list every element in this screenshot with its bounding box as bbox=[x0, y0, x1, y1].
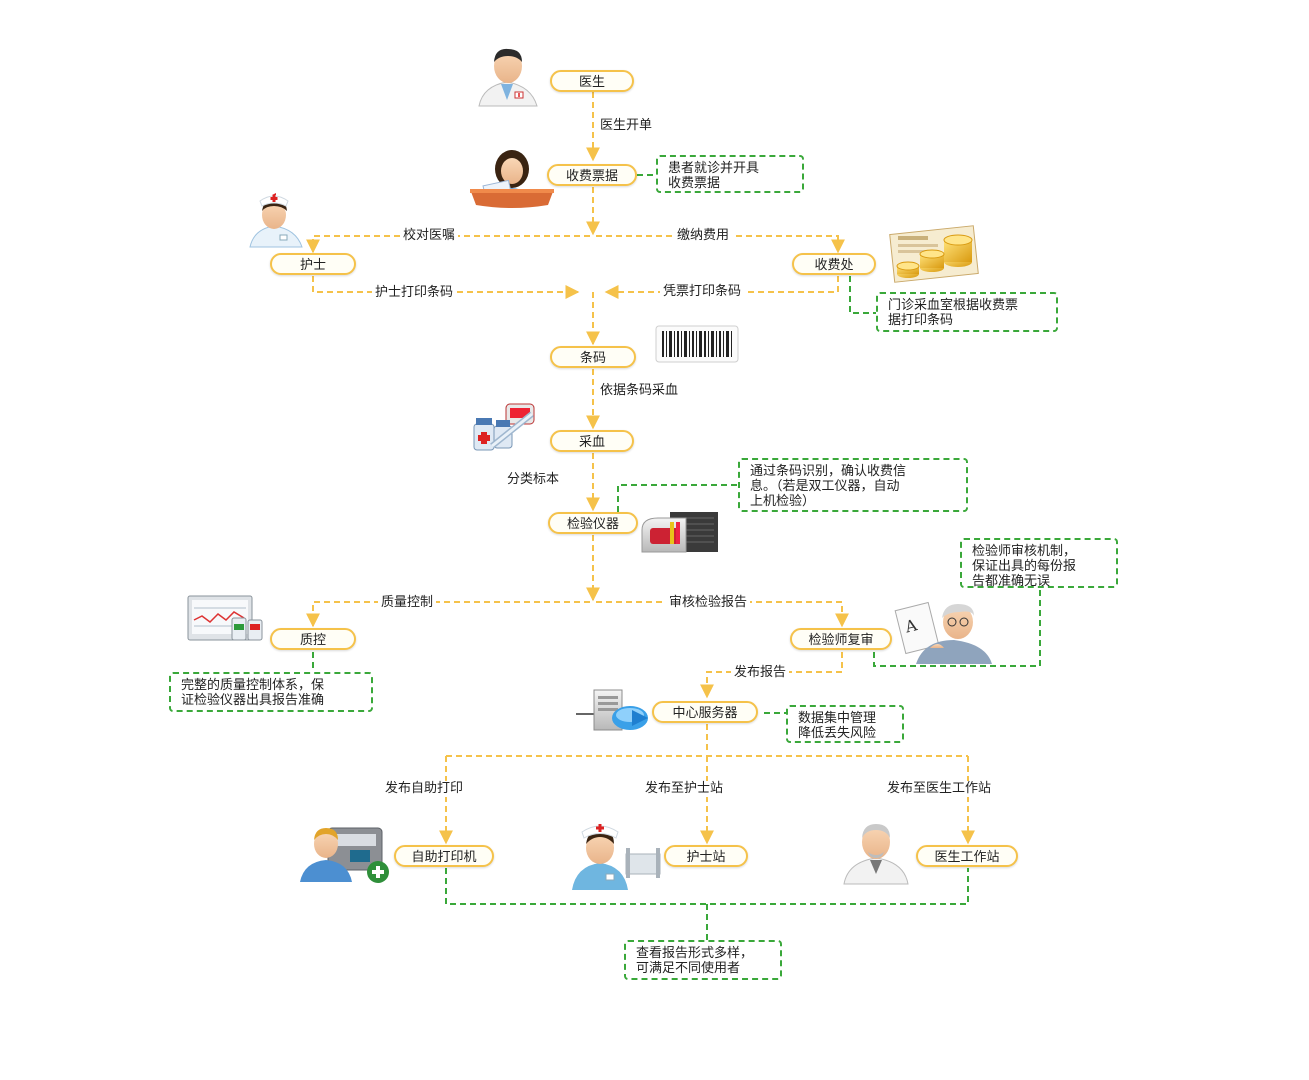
reviewer-icon: A bbox=[894, 601, 992, 664]
label-doctor-order: 医生开单 bbox=[597, 118, 656, 134]
label-review-report: 审核检验报告 bbox=[666, 595, 751, 611]
note-connectors bbox=[312, 174, 1041, 940]
money-icon bbox=[889, 225, 979, 283]
label-publish-report: 发布报告 bbox=[731, 665, 790, 681]
node-doctor-station: 医生工作站 bbox=[916, 845, 1018, 867]
note-line: 告都准确无误 bbox=[972, 574, 1051, 589]
syringe-icon bbox=[473, 403, 535, 451]
note-receipt: 患者就诊并开具 收费票据 bbox=[656, 155, 804, 193]
lab-instrument-icon bbox=[641, 512, 718, 553]
label-quality-control: 质量控制 bbox=[378, 595, 437, 611]
note-line: 门诊采血室根据收费票 bbox=[888, 298, 1019, 313]
printer-user-icon bbox=[300, 827, 389, 883]
label-nurse-print: 护士打印条码 bbox=[372, 285, 457, 301]
label-pay-fee: 缴纳费用 bbox=[674, 228, 733, 244]
node-barcode: 条码 bbox=[550, 346, 636, 368]
label-publish-nurse: 发布至护士站 bbox=[642, 781, 727, 797]
note-line: 证检验仪器出具报告准确 bbox=[181, 693, 325, 708]
node-qc: 质控 bbox=[270, 628, 356, 650]
note-qc: 完整的质量控制体系，保 证检验仪器出具报告准确 bbox=[169, 672, 373, 712]
node-server: 中心服务器 bbox=[652, 701, 758, 723]
note-line: 患者就诊并开具 bbox=[668, 161, 760, 176]
node-instrument: 检验仪器 bbox=[548, 512, 638, 534]
node-nurse: 护士 bbox=[270, 253, 356, 275]
note-line: 查看报告形式多样， bbox=[636, 946, 754, 961]
label-publish-doctor: 发布至医生工作站 bbox=[884, 781, 995, 797]
node-doctor: 医生 bbox=[550, 70, 634, 92]
label-publish-self-print: 发布自助打印 bbox=[382, 781, 467, 797]
node-reviewer: 检验师复审 bbox=[790, 628, 892, 650]
label-draw-by-barcode: 依据条码采血 bbox=[597, 383, 682, 399]
node-receipt: 收费票据 bbox=[547, 164, 637, 186]
node-nurse-station: 护士站 bbox=[664, 845, 748, 867]
note-line: 上机检验） bbox=[750, 494, 816, 509]
note-line: 可满足不同使用者 bbox=[636, 961, 741, 976]
note-line: 收费票据 bbox=[668, 176, 721, 191]
note-line: 保证出具的每份报 bbox=[972, 559, 1077, 574]
server-icon bbox=[576, 689, 648, 731]
note-line: 息。（若是双工仪器，自动 bbox=[750, 479, 900, 494]
node-cashier: 收费处 bbox=[792, 253, 876, 275]
note-server: 数据集中管理 降低丢失风险 bbox=[786, 705, 904, 743]
receptionist-icon bbox=[470, 150, 554, 208]
note-line: 数据集中管理 bbox=[798, 711, 877, 726]
note-cashier: 门诊采血室根据收费票 据打印条码 bbox=[876, 292, 1058, 332]
note-reviewer: 检验师审核机制， 保证出具的每份报 告都准确无误 bbox=[960, 538, 1118, 589]
note-instrument: 通过条码识别，确认收费信 息。（若是双工仪器，自动 上机检验） bbox=[738, 458, 968, 512]
nurse-bed-icon bbox=[572, 824, 661, 890]
note-line: 通过条码识别，确认收费信 bbox=[750, 464, 907, 479]
nurse-icon bbox=[249, 193, 303, 248]
svg-text:A: A bbox=[902, 615, 919, 637]
doctor-station-icon bbox=[843, 824, 909, 885]
label-classify: 分类标本 bbox=[504, 472, 563, 488]
node-self-print: 自助打印机 bbox=[394, 845, 494, 867]
doctor-icon bbox=[478, 48, 538, 107]
label-check-order: 校对医嘱 bbox=[400, 228, 459, 244]
label-receipt-print: 凭票打印条码 bbox=[660, 284, 745, 300]
barcode-icon bbox=[655, 325, 739, 363]
flow-lines bbox=[306, 92, 975, 845]
qc-monitor-icon bbox=[187, 595, 263, 641]
note-line: 完整的质量控制体系，保 bbox=[181, 678, 325, 693]
note-view: 查看报告形式多样， 可满足不同使用者 bbox=[624, 940, 782, 980]
note-line: 检验师审核机制， bbox=[972, 544, 1077, 559]
note-line: 降低丢失风险 bbox=[798, 726, 877, 741]
node-blood: 采血 bbox=[550, 430, 634, 452]
note-line: 据打印条码 bbox=[888, 313, 954, 328]
